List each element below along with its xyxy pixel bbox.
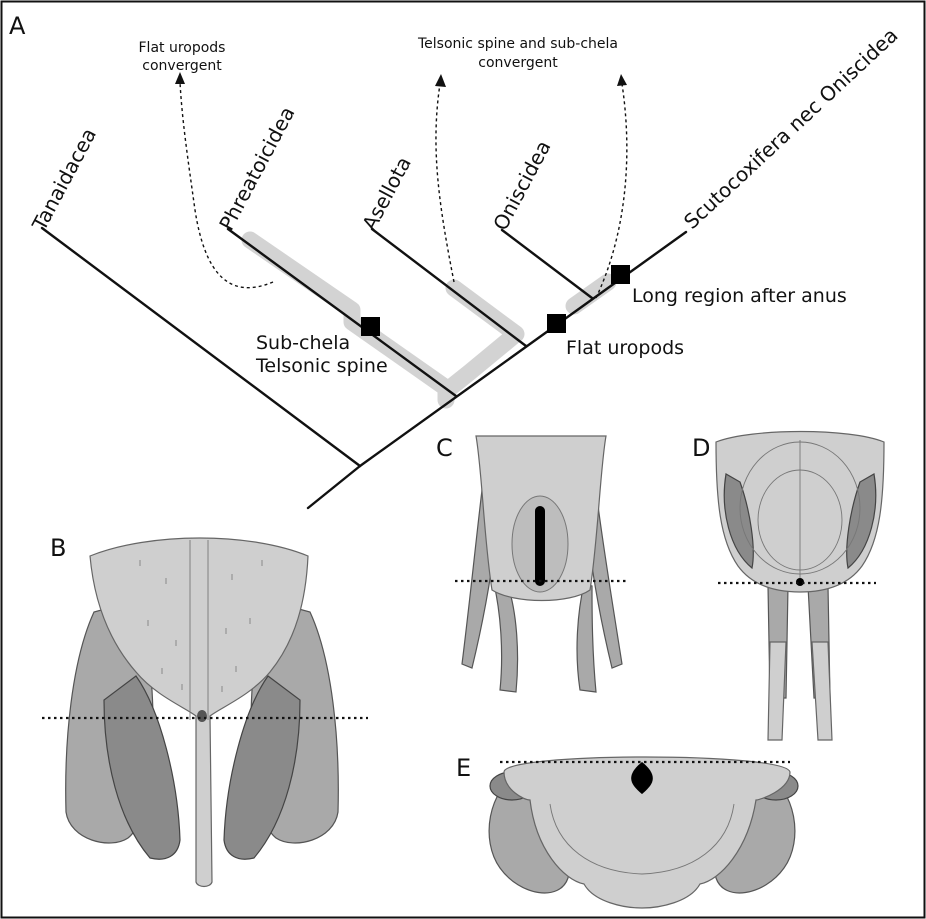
telsonic-spine-c xyxy=(535,506,545,586)
anus-b xyxy=(197,710,207,722)
marker-flat-uropods xyxy=(547,314,566,333)
note-flat-uropods-line2: convergent xyxy=(142,58,222,74)
note-flat-uropods-line1: Flat uropods xyxy=(139,40,226,56)
panel-label-d: D xyxy=(692,434,710,462)
panel-label-c: C xyxy=(436,434,453,462)
marker-subchela-telsonic xyxy=(361,317,380,336)
panel-label-e: E xyxy=(456,754,471,782)
character-subchela: Sub-chela xyxy=(256,332,350,354)
note-telsonic-line1: Telsonic spine and sub-chela xyxy=(417,36,618,52)
character-long-region: Long region after anus xyxy=(632,285,847,307)
marker-long-region xyxy=(611,265,630,284)
panel-label-b: B xyxy=(50,534,66,562)
character-telsonic-spine: Telsonic spine xyxy=(255,355,388,377)
note-telsonic-line2: convergent xyxy=(478,55,558,71)
character-flat-uropods: Flat uropods xyxy=(566,337,684,359)
panel-label-a: A xyxy=(9,12,26,40)
